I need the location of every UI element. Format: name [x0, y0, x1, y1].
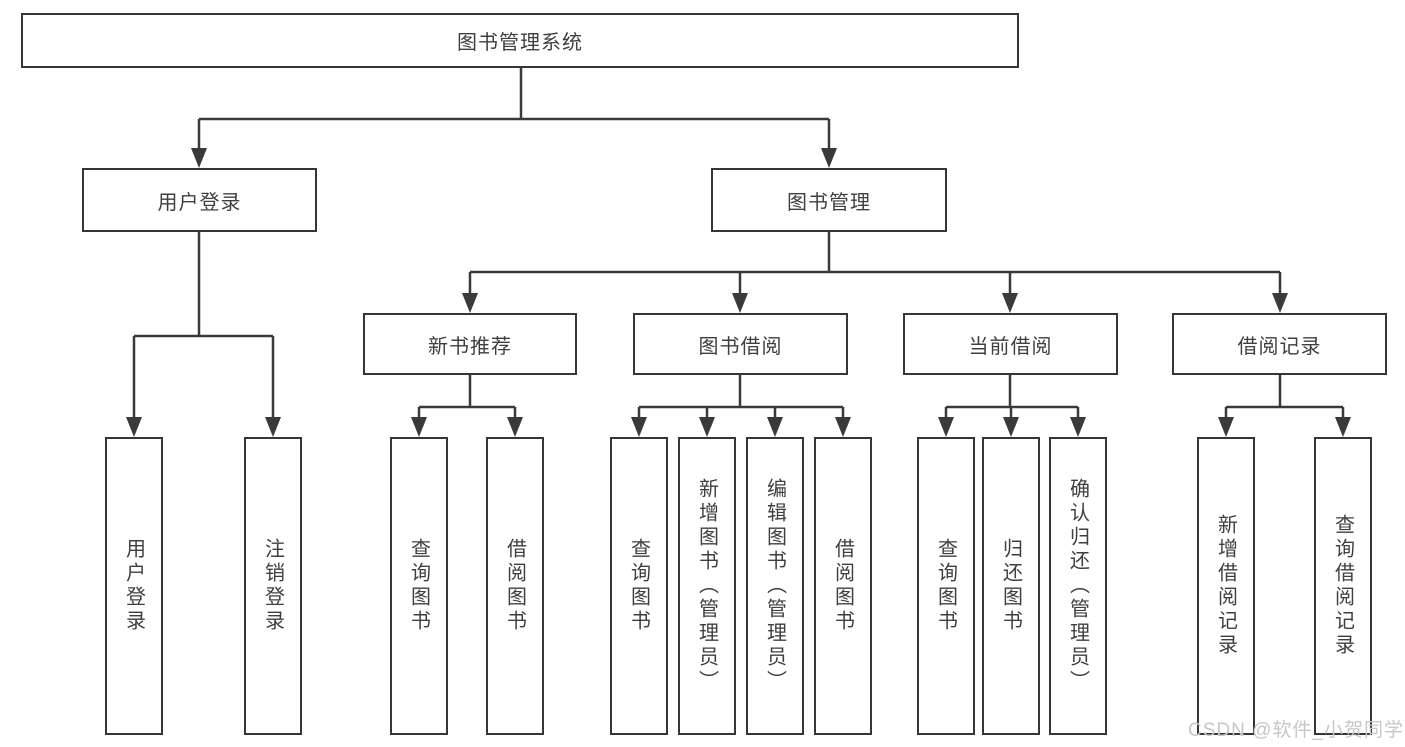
arrowheads — [126, 148, 1351, 437]
node-new-book-recommend: 新书推荐 — [363, 313, 577, 375]
leaf-add-borrow-record: 新增借阅记录 — [1197, 437, 1255, 735]
node-root-library-system: 图书管理系统 — [21, 13, 1019, 68]
connector-root — [197, 68, 831, 152]
connector-current-borrow — [944, 375, 1080, 421]
leaf-query-books-1: 查询图书 — [390, 437, 448, 735]
leaf-edit-book-admin: 编辑图书（管理员） — [746, 437, 804, 735]
leaf-query-books-2: 查询图书 — [610, 437, 668, 735]
leaf-query-borrow-record: 查询借阅记录 — [1314, 437, 1372, 735]
node-book-management: 图书管理 — [711, 168, 947, 232]
connector-book-borrow — [637, 375, 845, 421]
connector-user-login — [132, 232, 275, 421]
leaf-confirm-return-admin: 确认归还（管理员） — [1049, 437, 1107, 735]
connector-new-books — [417, 375, 517, 421]
csdn-watermark: CSDN @软件_小贺同学 — [1188, 720, 1404, 741]
leaf-add-book-admin: 新增图书（管理员） — [678, 437, 736, 735]
leaf-borrow-books-2: 借阅图书 — [814, 437, 872, 735]
leaf-user-login: 用户登录 — [105, 437, 163, 735]
node-borrowing-records: 借阅记录 — [1172, 313, 1387, 375]
connector-book-management — [468, 232, 1282, 297]
node-user-login: 用户登录 — [82, 168, 317, 232]
leaf-return-book: 归还图书 — [982, 437, 1040, 735]
leaf-logout: 注销登录 — [244, 437, 302, 735]
node-current-borrowing: 当前借阅 — [903, 313, 1118, 375]
leaf-borrow-books-1: 借阅图书 — [486, 437, 544, 735]
connector-borrow-records — [1224, 375, 1345, 421]
node-book-borrowing: 图书借阅 — [633, 313, 848, 375]
leaf-query-books-3: 查询图书 — [917, 437, 975, 735]
